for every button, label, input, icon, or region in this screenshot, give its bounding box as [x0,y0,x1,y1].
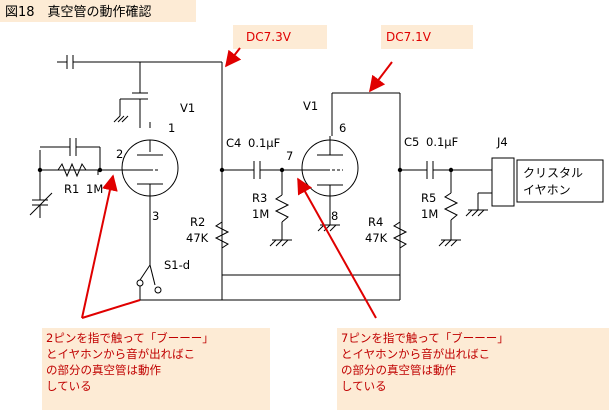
note-left-line4: している [46,379,92,393]
arrow-dc-right [369,61,393,93]
arrow-dc-left [225,47,242,68]
note-left: 2ピンを指で触って「ブーーー」 とイヤホンから音が出ればこ の部分の真空管は動作… [42,328,270,410]
note-right-line1: 7ピンを指で触って「ブーーー」 [341,331,509,345]
note-right-line3: の部分の真空管は動作 [341,363,456,377]
vacuum-tube-left [121,139,179,197]
label-r5-value: 1M [421,207,438,221]
note-left-line2: とイヤホンから音が出ればこ [46,347,196,361]
label-c4-value: 0.1μF [248,136,280,150]
label-r4-value: 47K [365,231,388,245]
annotation-arrows [81,47,393,319]
label-pin7: 7 [286,149,293,163]
arrow-pin2 [81,174,118,319]
label-pin3: 3 [152,209,159,223]
note-right: 7ピンを指で触って「ブーーー」 とイヤホンから音が出ればこ の部分の真空管は動作… [337,328,609,410]
label-r2-value: 47K [186,231,209,245]
vacuum-tube-right [301,136,359,200]
dc-left-text: DC7.3V [246,30,292,44]
label-r4-name: R4 [368,215,383,229]
title-box: 図18 真空管の動作確認 [0,0,196,22]
label-c4-name: C4 [226,136,241,150]
label-r1-value: 1M [86,182,103,196]
label-pin2: 2 [116,147,123,161]
note-right-line4: している [341,379,387,393]
note-right-line2: とイヤホンから音が出ればこ [341,347,491,361]
wires [29,55,604,301]
dc-right-text: DC7.1V [386,30,432,44]
label-v1-left: V1 [180,101,195,115]
label-switch: S1-d [164,258,190,272]
label-r3-name: R3 [252,191,267,205]
label-j4: J4 [496,135,508,149]
dc-left-label: DC7.3V [233,25,327,49]
label-c5-name: C5 [404,135,419,149]
junction-dots [37,167,454,173]
label-pin8: 8 [331,209,338,223]
label-c5-value: 0.1μF [426,135,458,149]
label-r5-name: R5 [421,191,436,205]
label-r3-value: 1M [252,207,269,221]
label-crystal-line2: イヤホン [523,183,571,197]
label-r1-name: R1 [64,182,79,196]
label-pin1: 1 [168,121,175,135]
label-r2-name: R2 [190,215,205,229]
label-v1-right: V1 [303,99,318,113]
note-left-line1: 2ピンを指で触って「ブーーー」 [46,331,214,345]
page-title: 図18 真空管の動作確認 [5,4,152,20]
arrow-switch-line [81,299,141,319]
label-pin6: 6 [339,121,346,135]
dc-right-label: DC7.1V [381,25,473,49]
arrow-pin7 [297,177,377,319]
note-left-line3: の部分の真空管は動作 [46,363,161,377]
component-labels: V1 1 2 3 R1 1M R2 47K C4 0.1μF 7 R3 1M V… [64,99,583,272]
label-crystal-line1: クリスタル [523,166,583,180]
